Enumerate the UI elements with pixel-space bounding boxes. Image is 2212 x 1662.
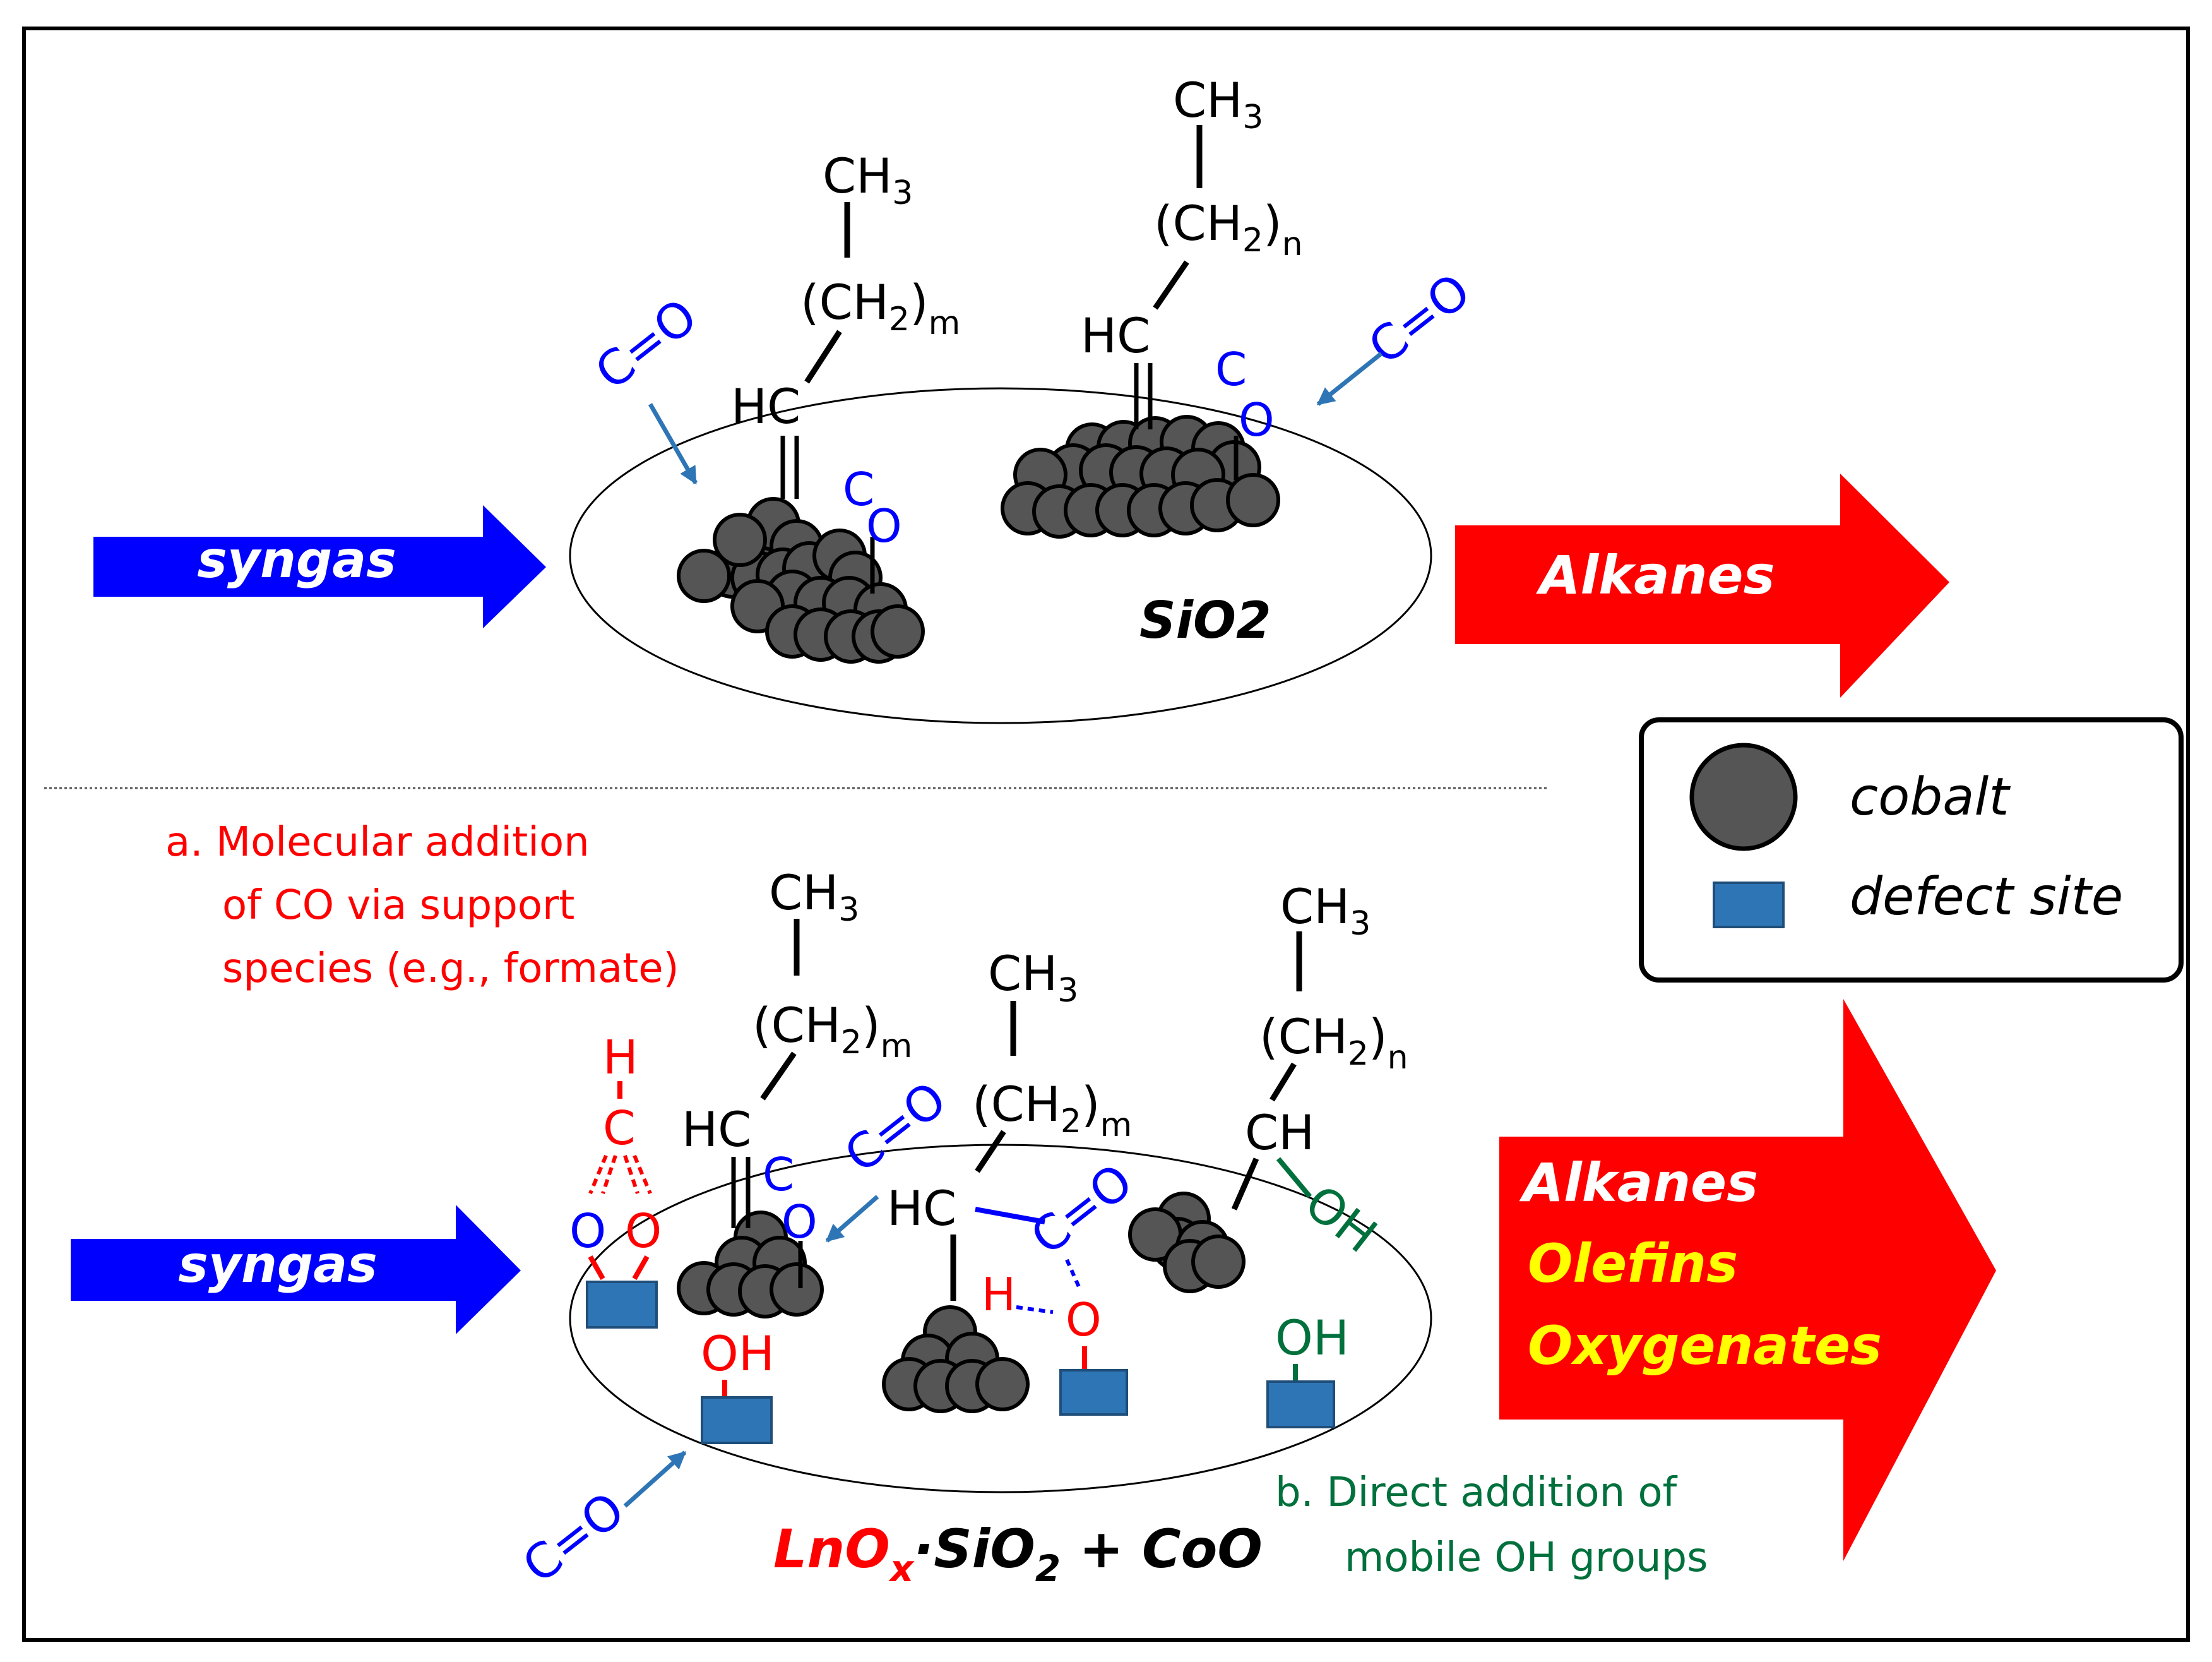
lnox-sio2-support xyxy=(569,1144,1432,1493)
svg-text:(CH2)m: (CH2)m xyxy=(752,997,912,1065)
product-alkanes: Alkanes xyxy=(1519,1152,1758,1214)
syngas-label-top: syngas xyxy=(197,530,396,589)
note-a: a. Molecular addition of CO via support … xyxy=(165,819,679,992)
co-incoming-bottom: C=O xyxy=(512,1450,687,1594)
svg-text:(CH2)m: (CH2)m xyxy=(972,1076,1132,1144)
co-incoming-right-top: C=O xyxy=(1316,262,1480,406)
defect-site xyxy=(1266,1380,1335,1428)
defect-site xyxy=(1059,1369,1128,1416)
top-panel: syngas Alkanes SiO2 xyxy=(93,72,1949,724)
co-adsorbed-left-top: C O xyxy=(843,463,902,553)
svg-text:C=O: C=O xyxy=(512,1481,634,1594)
co-adsorbed-right-top: C O xyxy=(1215,343,1275,446)
alkyl-chain-2-bottom: CH3 (CH2)m HC C=O H O xyxy=(887,945,1143,1416)
svg-text:H: H xyxy=(603,1031,638,1085)
svg-text:OH: OH xyxy=(701,1325,775,1382)
products-arrow-bottom: Alkanes Olefins Oxygenates xyxy=(1499,999,1996,1561)
svg-text:a. Molecular addition: a. Molecular addition xyxy=(165,819,590,866)
sio2-support xyxy=(569,387,1432,724)
svg-text:O: O xyxy=(1239,393,1275,446)
svg-text:CH3: CH3 xyxy=(769,864,859,929)
hydroxyl-defect-red: OH xyxy=(701,1325,775,1444)
legend-cobalt-label: cobalt xyxy=(1850,767,2011,827)
defect-site xyxy=(586,1281,658,1329)
svg-text:OH: OH xyxy=(1275,1310,1349,1366)
cobalt-cluster-right-top xyxy=(1001,415,1280,539)
svg-text:CH3: CH3 xyxy=(1280,878,1371,943)
syngas-arrow-bottom: syngas xyxy=(71,1205,521,1334)
svg-text:OH: OH xyxy=(1295,1174,1388,1264)
svg-text:O: O xyxy=(1066,1293,1102,1346)
svg-text:HC: HC xyxy=(682,1101,751,1157)
support-composition-label: LnOx·SiO2 + CoO xyxy=(773,1518,1263,1590)
cobalt-cluster-3-bottom xyxy=(1128,1192,1246,1293)
svg-text:HC: HC xyxy=(1081,308,1150,364)
svg-text:b. Direct addition of: b. Direct addition of xyxy=(1275,1469,1678,1516)
syngas-arrow-top: syngas xyxy=(93,505,546,628)
svg-text:O: O xyxy=(866,499,902,553)
figure-border xyxy=(22,27,2190,1642)
svg-text:O: O xyxy=(625,1204,662,1258)
defect-site xyxy=(701,1396,773,1444)
svg-text:HC: HC xyxy=(887,1180,956,1236)
sio2-label: SiO2 xyxy=(1139,591,1271,650)
svg-text:C=O: C=O xyxy=(1020,1152,1143,1265)
svg-text:C=O: C=O xyxy=(585,287,707,400)
co-incoming-left-top: C=O xyxy=(585,287,707,485)
product-oxygenates: Oxygenates xyxy=(1528,1315,1882,1377)
alkyl-chain-right-top: CH3 (CH2)n HC xyxy=(1081,72,1303,480)
svg-text:CH3: CH3 xyxy=(1173,72,1263,136)
svg-text:(CH2)n: (CH2)n xyxy=(1259,1008,1408,1077)
svg-text:HC: HC xyxy=(731,378,800,434)
svg-text:C: C xyxy=(763,1148,794,1201)
syngas-label-bottom: syngas xyxy=(178,1235,378,1294)
alkanes-label-top: Alkanes xyxy=(1535,544,1775,606)
svg-text:of CO via support: of CO via support xyxy=(222,882,574,929)
svg-text:H: H xyxy=(982,1268,1016,1321)
cobalt-cluster-left-top xyxy=(677,497,925,664)
hydroxyl-defect-green: OH xyxy=(1266,1310,1349,1428)
alkyl-chain-3-bottom: CH3 (CH2)n CH OH xyxy=(1231,878,1408,1264)
formate-species: H C O O xyxy=(569,1031,662,1329)
note-b: b. Direct addition of mobile OH groups xyxy=(1275,1469,1708,1581)
legend-defect-label: defect site xyxy=(1850,867,2123,927)
bottom-panel: syngas Alkanes Olefins Oxygenates a. Mol… xyxy=(71,819,1996,1594)
product-olefins: Olefins xyxy=(1528,1233,1738,1294)
svg-text:species (e.g., formate): species (e.g., formate) xyxy=(222,945,679,992)
svg-text:O: O xyxy=(569,1204,606,1258)
svg-text:C: C xyxy=(603,1101,636,1156)
svg-text:C: C xyxy=(1215,343,1247,396)
svg-text:(CH2)n: (CH2)n xyxy=(1154,195,1303,263)
cobalt-cluster-2-bottom xyxy=(882,1305,1030,1413)
svg-text:CH3: CH3 xyxy=(823,148,913,212)
svg-text:CH: CH xyxy=(1245,1104,1314,1161)
defect-site-legend-icon xyxy=(1713,882,1785,928)
svg-text:C=O: C=O xyxy=(834,1070,956,1183)
svg-text:O: O xyxy=(782,1195,818,1248)
svg-text:C: C xyxy=(843,463,874,516)
alkanes-arrow-top: Alkanes xyxy=(1455,474,1949,698)
legend-box: cobalt defect site xyxy=(1639,717,2184,983)
svg-text:(CH2)m: (CH2)m xyxy=(800,274,960,342)
svg-text:mobile OH groups: mobile OH groups xyxy=(1345,1534,1708,1581)
svg-text:CH3: CH3 xyxy=(988,945,1078,1010)
cobalt-legend-icon xyxy=(1689,743,1798,851)
alkyl-chain-left-top: CH3 (CH2)m HC xyxy=(731,148,960,594)
